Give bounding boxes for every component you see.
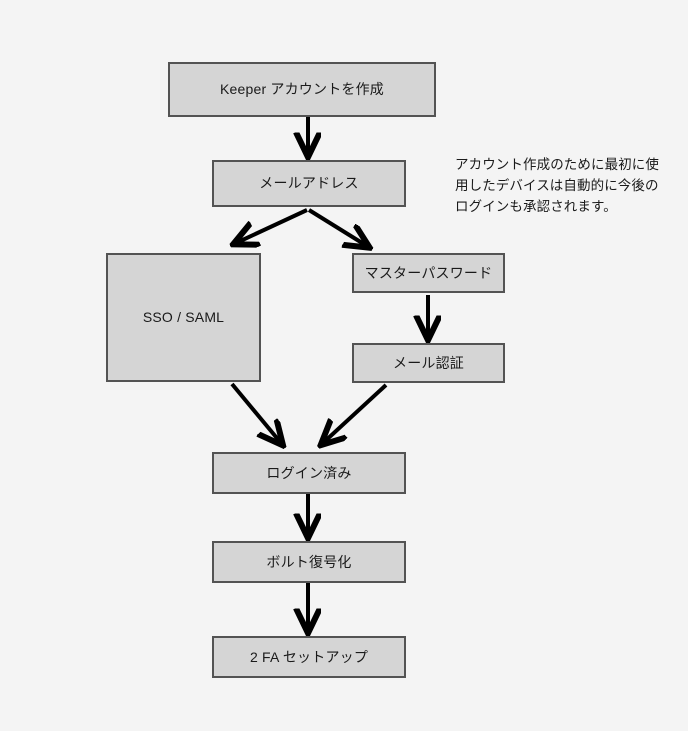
node-master-password[interactable]: マスターパスワード xyxy=(352,253,505,293)
node-two-fa-setup[interactable]: 2 FA セットアップ xyxy=(212,636,406,678)
node-email-address[interactable]: メールアドレス xyxy=(212,160,406,207)
edge-sso-to-logged-in xyxy=(230,382,281,443)
node-email-address-label: メールアドレス xyxy=(259,175,359,192)
node-sso-saml-label: SSO / SAML xyxy=(142,309,225,326)
node-logged-in-label: ログイン済み xyxy=(266,464,352,481)
node-sso-saml[interactable]: SSO / SAML xyxy=(106,253,261,382)
node-vault-decryption-label: ボルト復号化 xyxy=(266,553,352,570)
edge-email-to-master-password xyxy=(307,208,367,246)
node-logged-in[interactable]: ログイン済み xyxy=(212,452,406,494)
edge-email-verification-to-logged-in xyxy=(323,383,388,443)
node-vault-decryption[interactable]: ボルト復号化 xyxy=(212,541,406,583)
node-create-account-label: Keeper アカウントを作成 xyxy=(219,81,385,98)
annotation-device-approval: アカウント作成のために最初に使用したデバイスは自動的に今後のログインも承認されま… xyxy=(455,157,659,214)
node-email-verification-label: メール認証 xyxy=(393,354,464,371)
node-master-password-label: マスターパスワード xyxy=(364,264,493,281)
node-email-verification[interactable]: メール認証 xyxy=(352,343,505,383)
edge-email-to-sso xyxy=(236,208,308,243)
node-two-fa-setup-label: 2 FA セットアップ xyxy=(249,648,369,665)
node-create-account[interactable]: Keeper アカウントを作成 xyxy=(168,62,436,117)
